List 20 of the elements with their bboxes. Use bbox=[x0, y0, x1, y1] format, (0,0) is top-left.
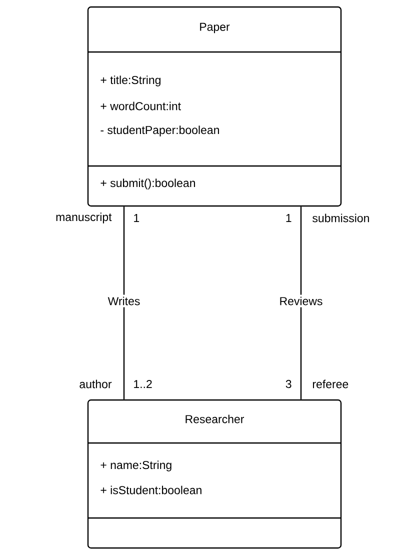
edge-label: Writes bbox=[108, 296, 140, 306]
association-line bbox=[300, 206, 302, 400]
attribute-text: + wordCount:int bbox=[100, 102, 181, 110]
attribute-text: + title:String bbox=[100, 76, 160, 86]
multiplicity-label: 1 bbox=[286, 214, 292, 222]
role-label: manuscript bbox=[56, 212, 112, 224]
class-name: Paper bbox=[200, 22, 230, 34]
multiplicity-label: 1..2 bbox=[134, 380, 152, 388]
multiplicity-label: 3 bbox=[286, 380, 292, 388]
attribute-text: + isStudent:boolean bbox=[100, 486, 202, 494]
role-label: submission bbox=[312, 214, 369, 222]
class-name: Researcher bbox=[186, 414, 244, 424]
edge-label: Reviews bbox=[280, 296, 322, 306]
attribute-text: - studentPaper:boolean bbox=[100, 126, 219, 136]
role-label: referee bbox=[312, 380, 348, 388]
attribute-text: + name:String bbox=[100, 460, 172, 472]
role-label: author bbox=[80, 380, 112, 388]
method-text: + submit():boolean bbox=[100, 178, 195, 190]
association-line bbox=[123, 206, 125, 400]
multiplicity-label: 1 bbox=[134, 214, 140, 222]
